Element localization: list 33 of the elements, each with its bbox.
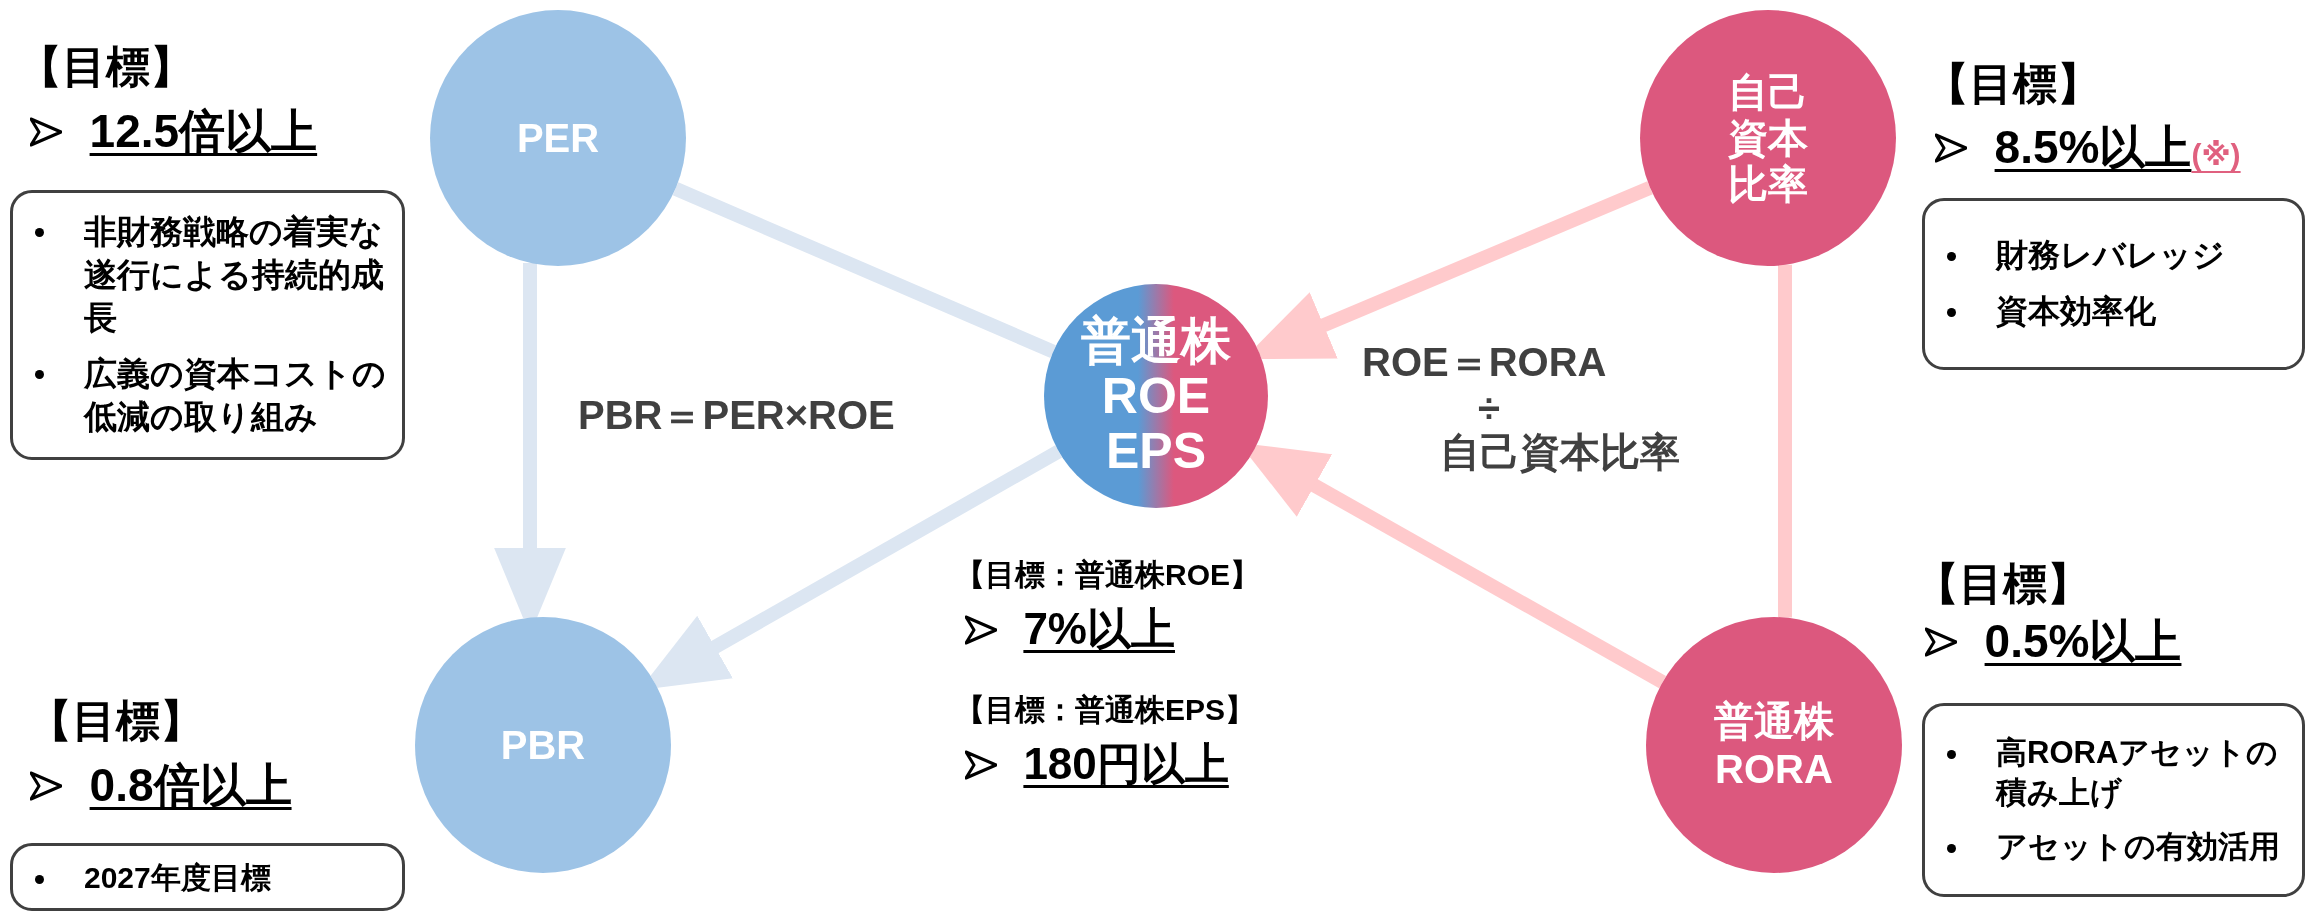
goal-heading: 【目標】 xyxy=(1915,558,2091,611)
bullet-text: 2027年度目標 xyxy=(84,859,271,896)
formula-text: 自己資本比率 xyxy=(1440,428,1680,476)
target-value: 0.5%以上 xyxy=(1984,614,2182,669)
node-label: 普通株 RORA xyxy=(1713,698,1835,793)
goal-heading: 【目標：普通株EPS】 xyxy=(955,691,1256,728)
formula-text: PBR＝PER×ROE xyxy=(578,391,895,439)
bullet-text: 広義の資本コストの低減の取り組み xyxy=(84,354,387,438)
target-value: 180円以上 xyxy=(1023,738,1229,791)
text-card xyxy=(1922,198,2305,370)
node-label: 自己資本比率 xyxy=(1727,69,1809,207)
goal-heading: 【目標】 xyxy=(18,41,194,94)
bullet-text: 資本効率化 xyxy=(1996,292,2156,331)
goal-heading: 【目標：普通株ROE】 xyxy=(955,556,1260,593)
target-value: 8.5%以上 xyxy=(1994,120,2192,175)
bullet-text: 財務レバレッジ xyxy=(1996,236,2225,276)
text-card xyxy=(10,190,405,460)
goal-heading: 【目標】 xyxy=(1925,58,2101,111)
goal-heading: 【目標】 xyxy=(28,695,204,748)
footnote-mark: (※) xyxy=(2191,136,2241,172)
text-card xyxy=(10,843,405,911)
bullet-text: 非財務戦略の着実な遂行による持続的成長 xyxy=(84,211,385,338)
formula-text: ÷ xyxy=(1478,385,1500,431)
target-value: 0.8倍以上 xyxy=(89,758,292,813)
target-value: 12.5倍以上 xyxy=(89,104,318,159)
target-value: 7%以上 xyxy=(1023,603,1175,656)
bullet-text: 高RORAアセットの積み上げ xyxy=(1996,733,2280,812)
node-label: PER xyxy=(516,115,600,162)
text-card xyxy=(1922,703,2305,897)
formula-text: ROE＝RORA xyxy=(1362,338,1607,386)
bullet-text: アセットの有効活用 xyxy=(1996,828,2280,867)
node-label: PBR xyxy=(500,722,586,769)
node-label: 普通株 ROE EPS xyxy=(1080,313,1232,479)
